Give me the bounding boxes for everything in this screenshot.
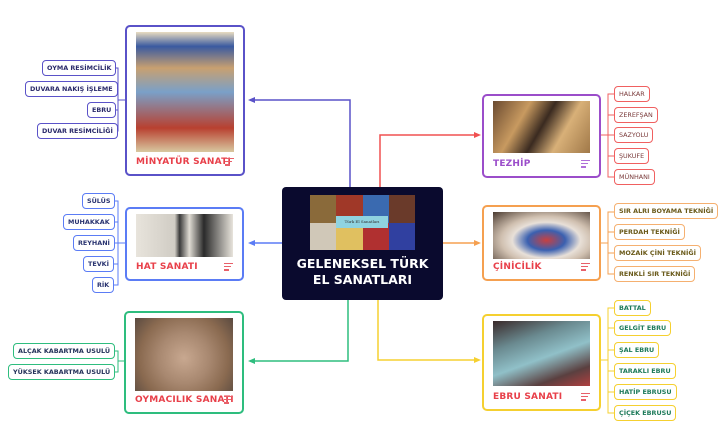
oymacilik-image [135, 318, 233, 391]
leaf-node[interactable]: RENKLİ SIR TEKNİĞİ [614, 266, 696, 282]
branch-ebru[interactable]: EBRU SANATI [482, 314, 601, 411]
notes-icon[interactable] [224, 263, 233, 271]
leaf-node[interactable]: HATİP EBRUSU [614, 384, 677, 400]
notes-icon[interactable] [581, 263, 590, 271]
leaf-node[interactable]: YÜKSEK KABARTMA USULÜ [8, 364, 116, 380]
branch-title: TEZHİP [493, 159, 531, 169]
branch-cinicilik[interactable]: ÇİNİCİLİK [482, 205, 601, 281]
ebru-image [493, 321, 590, 386]
branch-hat[interactable]: HAT SANATI [125, 207, 244, 281]
notes-icon[interactable] [224, 396, 233, 404]
branch-title: OYMACILIK SANATI [135, 395, 234, 405]
leaf-node[interactable]: EBRU [87, 102, 117, 118]
leaf-node[interactable]: ŞUKUFE [614, 148, 650, 164]
notes-icon[interactable] [225, 158, 234, 166]
cinicilik-image [493, 212, 590, 259]
minyatur-image [136, 32, 234, 152]
leaf-node[interactable]: ZEREFŞAN [614, 107, 658, 123]
branch-title: HAT SANATI [136, 262, 198, 272]
leaf-node[interactable]: DUVARA NAKIŞ İŞLEME [25, 81, 118, 97]
leaf-node[interactable]: ŞAL EBRU [614, 342, 660, 358]
leaf-node[interactable]: SAZYOLU [614, 127, 654, 143]
hat-image [136, 214, 233, 257]
leaf-node[interactable]: MÜNHANI [614, 169, 655, 185]
branch-title: MİNYATÜR SANATI [136, 157, 232, 167]
branch-title: EBRU SANATI [493, 392, 563, 402]
leaf-node[interactable]: PERDAH TEKNİĞİ [614, 224, 685, 240]
leaf-node[interactable]: ÇİÇEK EBRUSU [614, 405, 677, 421]
branch-title: ÇİNİCİLİK [493, 262, 542, 272]
leaf-node[interactable]: DUVAR RESİMCİLİĞİ [37, 123, 118, 139]
leaf-node[interactable]: TEVKİ [83, 256, 115, 272]
leaf-node[interactable]: TARAKLI EBRU [614, 363, 676, 379]
branch-tezhip[interactable]: TEZHİP [482, 94, 601, 178]
branch-minyatur[interactable]: MİNYATÜR SANATI [125, 25, 245, 176]
leaf-node[interactable]: MOZAİK ÇİNİ TEKNİĞİ [614, 245, 701, 261]
leaf-node[interactable]: GELGİT EBRU [614, 320, 672, 336]
notes-icon[interactable] [581, 160, 590, 168]
leaf-node[interactable]: OYMA RESİMCİLİK [42, 60, 117, 76]
leaf-node[interactable]: ALÇAK KABARTMA USULÜ [13, 343, 116, 359]
leaf-node[interactable]: REYHANİ [73, 235, 115, 251]
leaf-node[interactable]: SIR ALRI BOYAMA TEKNİĞİ [614, 203, 719, 219]
leaf-node[interactable]: BATTAL [614, 300, 651, 316]
leaf-node[interactable]: SÜLÜS [82, 193, 116, 209]
leaf-node[interactable]: HALKAR [614, 86, 650, 102]
leaf-node[interactable]: MUHAKKAK [63, 214, 115, 230]
leaf-node[interactable]: RİK [92, 277, 115, 293]
branch-oymacilik[interactable]: OYMACILIK SANATI [124, 311, 244, 414]
notes-icon[interactable] [581, 393, 590, 401]
tezhip-image [493, 101, 590, 153]
central-image-caption: Türk El Sanatları [336, 216, 388, 228]
